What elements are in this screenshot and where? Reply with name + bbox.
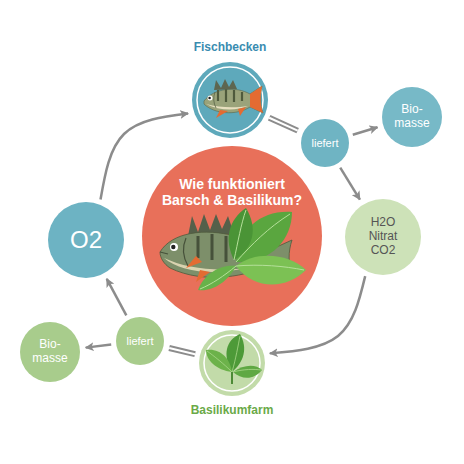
flow-arrow: [107, 279, 127, 316]
topic-circle: Wie funktioniert Barsch & Basilikum?: [142, 146, 322, 326]
double-line-gap: [169, 348, 195, 354]
circle-ring: [204, 335, 260, 391]
circle-fill: [116, 317, 164, 365]
tank-circle: Fischbecken: [192, 62, 268, 138]
node-text: liefert: [302, 137, 348, 150]
node-text: Bio- masse: [29, 338, 71, 366]
node-text: Fischbecken: [160, 41, 300, 55]
node-text: Bio- masse: [391, 103, 433, 131]
output-circle: Bio- masse: [20, 322, 80, 382]
oxygen-circle: O2: [48, 202, 124, 278]
circle-fill: [20, 322, 80, 382]
output-circle: Bio- masse: [382, 87, 442, 147]
flow-arrow: [169, 348, 195, 354]
circle-fill: [301, 119, 349, 167]
circle-fill: [192, 62, 268, 138]
circle-outline: [142, 146, 322, 326]
node-text: liefert: [117, 335, 163, 348]
flow-arrow: [270, 276, 365, 353]
supply-circle: liefert: [116, 317, 164, 365]
nutrient-circle: H2O Nitrat CO2: [345, 199, 421, 275]
flow-arrow: [340, 168, 360, 200]
circle-outline: [199, 330, 265, 396]
node-text: Basilikumfarm: [162, 404, 302, 418]
circle-outline: [192, 62, 268, 138]
flow-arrow: [353, 127, 378, 134]
circle-fill: [345, 199, 421, 275]
node-text: H2O Nitrat CO2: [361, 216, 405, 257]
node-text: Wie funktioniert Barsch & Basilikum?: [157, 176, 307, 208]
flow-arrow: [101, 113, 189, 199]
circle-fill: [382, 87, 442, 147]
supply-circle: liefert: [301, 119, 349, 167]
double-line-gap: [269, 118, 297, 131]
node-text: O2: [56, 226, 116, 254]
flow-arrow: [86, 345, 111, 348]
flow-arrow: [269, 118, 297, 131]
circle-fill: [48, 202, 124, 278]
circle-fill: [142, 146, 322, 326]
circle-ring: [197, 67, 263, 133]
farm-circle: Basilikumfarm: [199, 330, 265, 396]
circle-fill: [199, 330, 265, 396]
